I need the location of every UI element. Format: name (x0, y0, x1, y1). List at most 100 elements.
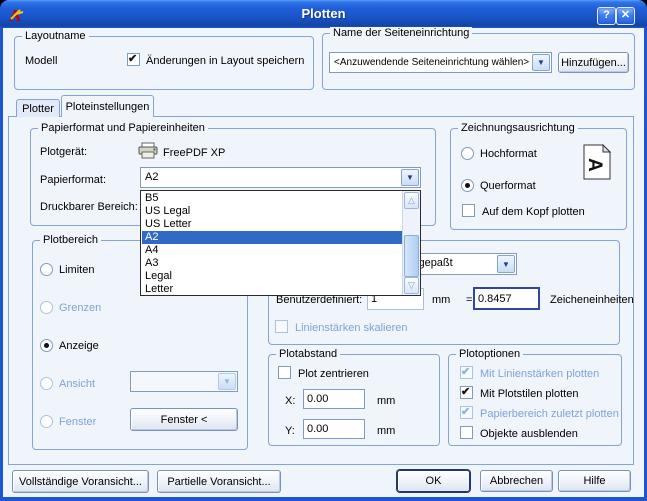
layout-name-group: Layoutname (14, 30, 314, 90)
plot-lineweights-label: Mit Linienstärken plotten (480, 368, 600, 380)
tab-ploteinstellungen[interactable]: Ploteinstellungen (61, 95, 154, 117)
scrollbar-thumb[interactable] (404, 235, 419, 277)
portrait-radio[interactable] (461, 147, 474, 160)
center-plot-label[interactable]: Plot zentrieren (298, 368, 369, 380)
offset-x-unit: mm (377, 395, 396, 407)
scale-lineweights-checkbox (275, 320, 288, 333)
limits-label[interactable]: Limiten (59, 264, 95, 276)
close-button[interactable]: ✕ (616, 7, 635, 25)
list-item[interactable]: Letter (145, 283, 174, 295)
offset-y-value: 0.00 (307, 423, 329, 435)
list-scrollbar[interactable]: △ ▽ (402, 191, 420, 295)
page-setup-combobox[interactable]: <Anzuwendende Seiteneinrichtung wählen> … (329, 52, 552, 73)
add-page-setup-button[interactable]: Hinzufügen... (558, 52, 629, 73)
offset-y-input[interactable]: 0.00 (303, 419, 365, 439)
page-setup-combobox-value: <Anzuwendende Seiteneinrichtung wählen> (334, 57, 530, 68)
window-pick-button[interactable]: Fenster < (130, 408, 238, 431)
plot-offset-group: Plotabstand (268, 348, 440, 446)
view-combobox: ▼ (130, 371, 238, 392)
upside-down-checkbox[interactable] (462, 204, 475, 217)
check-icon: ✔ (461, 406, 471, 418)
view-radio (40, 377, 53, 390)
help-icon: ? (603, 9, 610, 21)
help-label: Hilfe (583, 475, 606, 487)
window-title: Plotten (301, 6, 346, 21)
orientation-group-title: Zeichnungsausrichtung (458, 122, 578, 135)
chevron-down-icon[interactable]: ▼ (401, 169, 419, 186)
portrait-label[interactable]: Hochformat (480, 148, 537, 160)
scroll-down-button[interactable]: ▽ (404, 277, 419, 294)
help-titlebar-button[interactable]: ? (597, 7, 616, 25)
custom-scale-units-value: 0.8457 (478, 292, 512, 305)
paperspace-last-label: Papierbereich zuletzt plotten (480, 408, 619, 420)
check-icon: ✔ (128, 53, 138, 65)
scroll-up-icon: △ (408, 195, 415, 205)
landscape-radio[interactable] (461, 179, 474, 192)
tab-plotter-label: Plotter (22, 102, 54, 115)
list-item[interactable]: A3 (145, 257, 159, 269)
orientation-group: Zeichnungsausrichtung (450, 122, 627, 230)
scroll-up-button[interactable]: △ (404, 192, 419, 209)
paper-size-combobox-value: A2 (145, 171, 159, 183)
list-item[interactable]: A4 (145, 244, 159, 256)
list-item[interactable]: US Letter (145, 218, 192, 230)
tab-ploteinstellungen-label: Ploteinstellungen (65, 100, 150, 113)
add-button-label: Hinzufügen... (561, 56, 626, 69)
hide-objects-label[interactable]: Objekte ausblenden (480, 428, 578, 440)
offset-x-value: 0.00 (307, 393, 329, 405)
list-item-selected[interactable]: A2 (142, 231, 402, 244)
save-changes-checkbox[interactable]: ✔ (127, 53, 140, 66)
page-setup-group-title: Name der Seiteneinrichtung (330, 27, 473, 40)
hide-objects-checkbox[interactable] (460, 426, 473, 439)
landscape-page-icon: A (583, 144, 611, 180)
partial-preview-label: Partielle Voransicht... (167, 475, 271, 488)
plot-device-label: Plotgerät: (40, 146, 88, 158)
printable-area-label: Druckbarer Bereich: (40, 201, 138, 213)
printer-icon (138, 142, 158, 159)
list-item[interactable]: US Legal (145, 205, 191, 217)
titlebar[interactable]: A Plotten ? ✕ (0, 0, 647, 28)
center-plot-checkbox[interactable] (278, 366, 291, 379)
plot-styles-checkbox[interactable]: ✔ (460, 386, 473, 399)
extents-label: Grenzen (59, 302, 102, 314)
offset-x-input[interactable]: 0.00 (303, 389, 365, 409)
list-item[interactable]: B5 (145, 192, 159, 204)
plot-options-group-title: Plotoptionen (456, 348, 524, 361)
help-button[interactable]: Hilfe (558, 470, 631, 492)
ok-label: OK (425, 475, 442, 487)
save-changes-label[interactable]: Änderungen in Layout speichern (146, 55, 305, 67)
custom-scale-units-input[interactable]: 0.8457 (473, 287, 540, 310)
chevron-down-icon: ▼ (218, 373, 236, 390)
paper-size-dropdown-list: B5 US Legal US Letter A2 A4 A3 Legal Let… (140, 190, 421, 296)
chevron-down-icon[interactable]: ▼ (497, 255, 515, 273)
paper-size-combobox[interactable]: A2 ▼ (140, 167, 421, 188)
layout-name-group-title: Layoutname (22, 30, 89, 43)
plot-lineweights-checkbox: ✔ (460, 366, 473, 379)
landscape-label[interactable]: Querformat (480, 180, 536, 192)
window-option-label: Fenster (59, 416, 97, 428)
display-radio[interactable] (40, 339, 53, 352)
paper-size-group-title: Papierformat und Papiereinheiten (38, 122, 208, 135)
custom-scale-label: Benutzerdefiniert: (276, 294, 363, 306)
plot-offset-group-title: Plotabstand (276, 348, 341, 361)
drawing-units-label: Zeicheneinheiten (550, 294, 634, 306)
ok-button[interactable]: OK (397, 470, 470, 492)
tab-plotter[interactable]: Plotter (16, 99, 60, 117)
equals-sign: = (466, 294, 473, 306)
partial-preview-button[interactable]: Partielle Voransicht... (157, 470, 281, 493)
plot-styles-label[interactable]: Mit Plotstilen plotten (480, 388, 579, 400)
upside-down-label[interactable]: Auf dem Kopf plotten (482, 206, 585, 218)
offset-x-label: X: (285, 395, 296, 407)
limits-radio[interactable] (40, 263, 53, 276)
list-item[interactable]: Legal (145, 270, 172, 282)
svg-text:A: A (584, 158, 605, 172)
chevron-down-icon[interactable]: ▼ (532, 54, 550, 71)
plot-options-group: Plotoptionen (448, 348, 622, 446)
window-radio (40, 415, 53, 428)
cancel-button[interactable]: Abbrechen (480, 470, 553, 492)
view-label: Ansicht (59, 378, 96, 390)
plot-device-value: FreePDF XP (163, 147, 226, 159)
display-label[interactable]: Anzeige (59, 340, 99, 352)
full-preview-button[interactable]: Vollständige Voransicht... (12, 470, 149, 493)
